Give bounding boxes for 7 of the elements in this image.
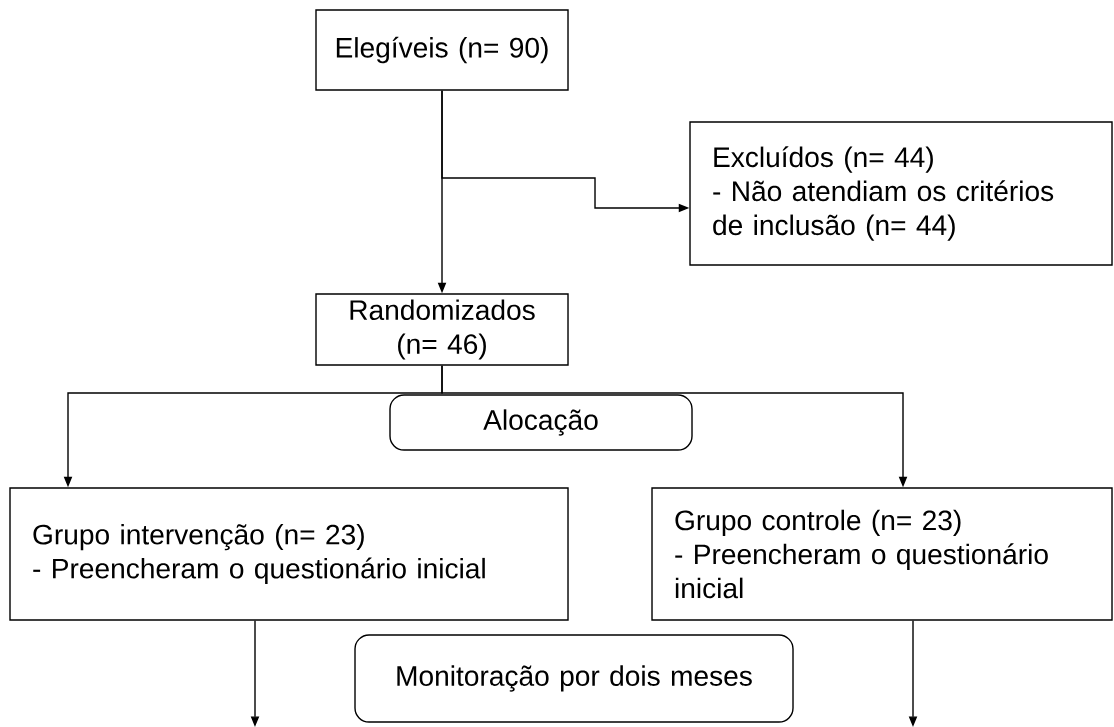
process-box: Grupo intervenção (n= 23) - Preencheram o questionário inicial bbox=[9, 487, 569, 621]
process-box: Elegíveis (n= 90) bbox=[315, 9, 569, 91]
process-box: Randomizados (n= 46) bbox=[315, 293, 569, 366]
process-box: Grupo controle (n= 23) - Preencheram o questionário inicial bbox=[651, 487, 1113, 621]
rounded-box: Alocação bbox=[389, 394, 693, 451]
rounded-box: Monitoração por dois meses bbox=[354, 634, 794, 723]
process-box: Excluídos (n= 44) - Não atendiam os critérios de inclusão (n= 44) bbox=[689, 121, 1113, 266]
